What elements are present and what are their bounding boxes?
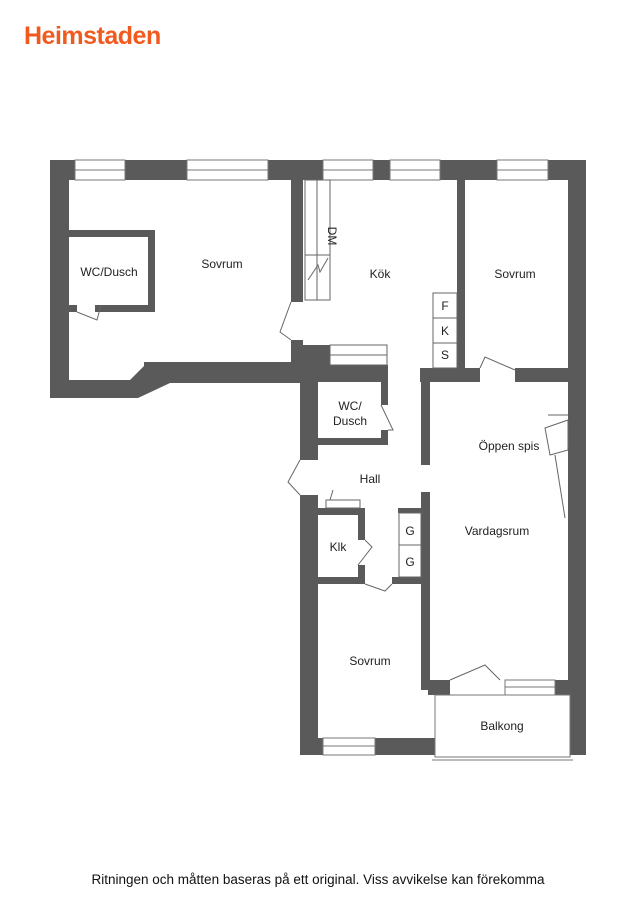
label-klk: Klk: [330, 540, 348, 554]
windows: [74, 159, 573, 761]
label-vardagsrum: Vardagsrum: [465, 524, 529, 538]
wall-sovrum-kok: [291, 180, 303, 302]
wall-hall-west-upper: [300, 345, 318, 460]
label-fridge: F: [441, 299, 448, 313]
label-stove: S: [441, 348, 449, 362]
label-sovrum-ne: Sovrum: [494, 267, 535, 281]
label-kok: Kök: [370, 267, 392, 281]
wall-north: [50, 160, 586, 180]
label-sovrum-nw: Sovrum: [201, 257, 242, 271]
wall-hall-west-lower: [300, 495, 318, 755]
label-wardrobe-2: G: [405, 555, 414, 569]
labels: Sovrum WC/Dusch Kök Sovrum WC/ Dusch Hal…: [80, 227, 539, 733]
label-balkong: Balkong: [480, 719, 523, 733]
doors-and-fixtures: [76, 179, 569, 681]
wall-sw-bay: [50, 362, 300, 398]
label-sovrum-s: Sovrum: [349, 654, 390, 668]
label-dishwasher: DM: [325, 227, 339, 246]
label-freezer: K: [441, 324, 449, 338]
label-wc-hall-1: WC/: [338, 399, 362, 413]
wall-east: [568, 160, 586, 755]
walls: [50, 160, 586, 755]
heimstaden-logo: Heimstaden: [24, 22, 161, 50]
wall-kok-sovrum: [457, 180, 465, 370]
label-oppen-spis: Öppen spis: [479, 439, 540, 453]
label-wc-dusch-west: WC/Dusch: [80, 265, 137, 279]
label-hall: Hall: [360, 472, 381, 486]
label-wardrobe-1: G: [405, 524, 414, 538]
disclaimer: Ritningen och måtten baseras på ett orig…: [91, 872, 545, 887]
label-wc-hall-2: Dusch: [333, 414, 367, 428]
wall-west: [50, 160, 69, 398]
